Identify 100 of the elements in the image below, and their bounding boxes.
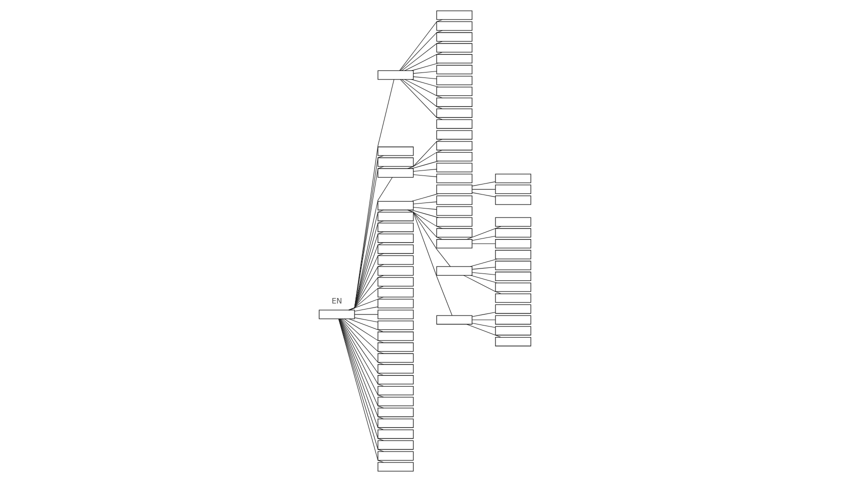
connector: [354, 317, 378, 322]
connector: [354, 306, 378, 312]
node-box: [378, 408, 414, 418]
node-box: [436, 196, 472, 205]
connector: [413, 70, 437, 74]
node-box: [495, 282, 532, 292]
connector: [348, 79, 394, 310]
node-box: [378, 375, 414, 384]
node-box: [495, 217, 532, 227]
node-box: [436, 162, 472, 172]
connector: [472, 322, 496, 328]
node-box: [378, 70, 414, 80]
node-box: [378, 200, 414, 210]
connector: [348, 264, 384, 310]
node-box: [378, 298, 414, 308]
node-box: [436, 108, 472, 118]
node-box: [378, 418, 414, 428]
node-box: [378, 364, 414, 374]
connector: [402, 41, 443, 71]
node-box: [436, 184, 472, 194]
connector: [407, 210, 452, 316]
node-box: [436, 217, 472, 227]
connector: [348, 275, 384, 310]
connector: [348, 253, 384, 310]
node-box: [495, 250, 532, 260]
node-box: [378, 157, 414, 167]
node-box: [495, 304, 532, 314]
node-box: [495, 293, 532, 303]
connector: [399, 19, 443, 71]
node-box: [495, 196, 532, 205]
connector: [413, 202, 437, 204]
node-box: [378, 234, 414, 243]
connector: [402, 79, 443, 110]
node-box: [436, 98, 472, 107]
node-box: [495, 326, 532, 336]
connector: [344, 318, 384, 343]
connector: [407, 150, 443, 169]
node-box: [436, 119, 472, 129]
connector: [400, 30, 443, 71]
node-box: [378, 146, 414, 156]
connector: [342, 318, 384, 354]
node-box: [495, 260, 532, 270]
node-box: [378, 342, 414, 352]
node-box: [436, 130, 472, 140]
connector: [472, 189, 496, 190]
connector: [407, 139, 443, 169]
node-box: [378, 168, 414, 178]
node-box: [378, 429, 414, 439]
connector: [470, 275, 498, 284]
node-box: [436, 54, 472, 64]
node-box: [436, 174, 472, 184]
node-box: [436, 228, 472, 238]
node-box: [378, 288, 414, 298]
node-box: [378, 440, 414, 450]
connector: [472, 266, 496, 270]
connector: [463, 275, 502, 294]
connector: [466, 324, 502, 338]
connector: [404, 79, 443, 98]
connector: [411, 62, 439, 71]
node-box: [436, 76, 472, 86]
node-box: [378, 255, 414, 265]
connector: [466, 226, 502, 240]
node-box: [495, 184, 532, 194]
node-box: [378, 244, 414, 254]
node-box: [495, 315, 532, 325]
connector: [472, 272, 496, 276]
connector: [348, 286, 384, 310]
connector: [411, 79, 439, 88]
node-box: [495, 239, 532, 248]
connector: [400, 79, 443, 120]
node-box: [378, 277, 414, 286]
node-box: [378, 320, 414, 330]
connector: [411, 210, 439, 218]
node-box: [436, 315, 472, 325]
connector: [472, 312, 496, 317]
node-box: [378, 266, 414, 276]
node-box: [495, 272, 532, 282]
node-box: [378, 353, 414, 363]
connector: [413, 168, 437, 172]
connector: [472, 243, 496, 244]
node-box: [318, 310, 355, 320]
connector: [340, 318, 384, 376]
connector: [348, 177, 393, 310]
connector: [348, 318, 384, 332]
node-box: [436, 152, 472, 162]
node-box: [436, 266, 472, 276]
connector: [472, 181, 496, 186]
node-box: [378, 462, 414, 472]
node-box: [436, 43, 472, 53]
connector: [470, 258, 498, 267]
node-box: [436, 239, 472, 248]
connector: [340, 318, 384, 365]
node-box: [436, 206, 472, 216]
node-box: [495, 228, 532, 238]
connector: [413, 76, 437, 80]
node-box: [436, 64, 472, 74]
node-box: [495, 336, 532, 346]
node-box: [378, 386, 414, 396]
node-box: [495, 174, 532, 184]
node-box: [378, 222, 414, 232]
